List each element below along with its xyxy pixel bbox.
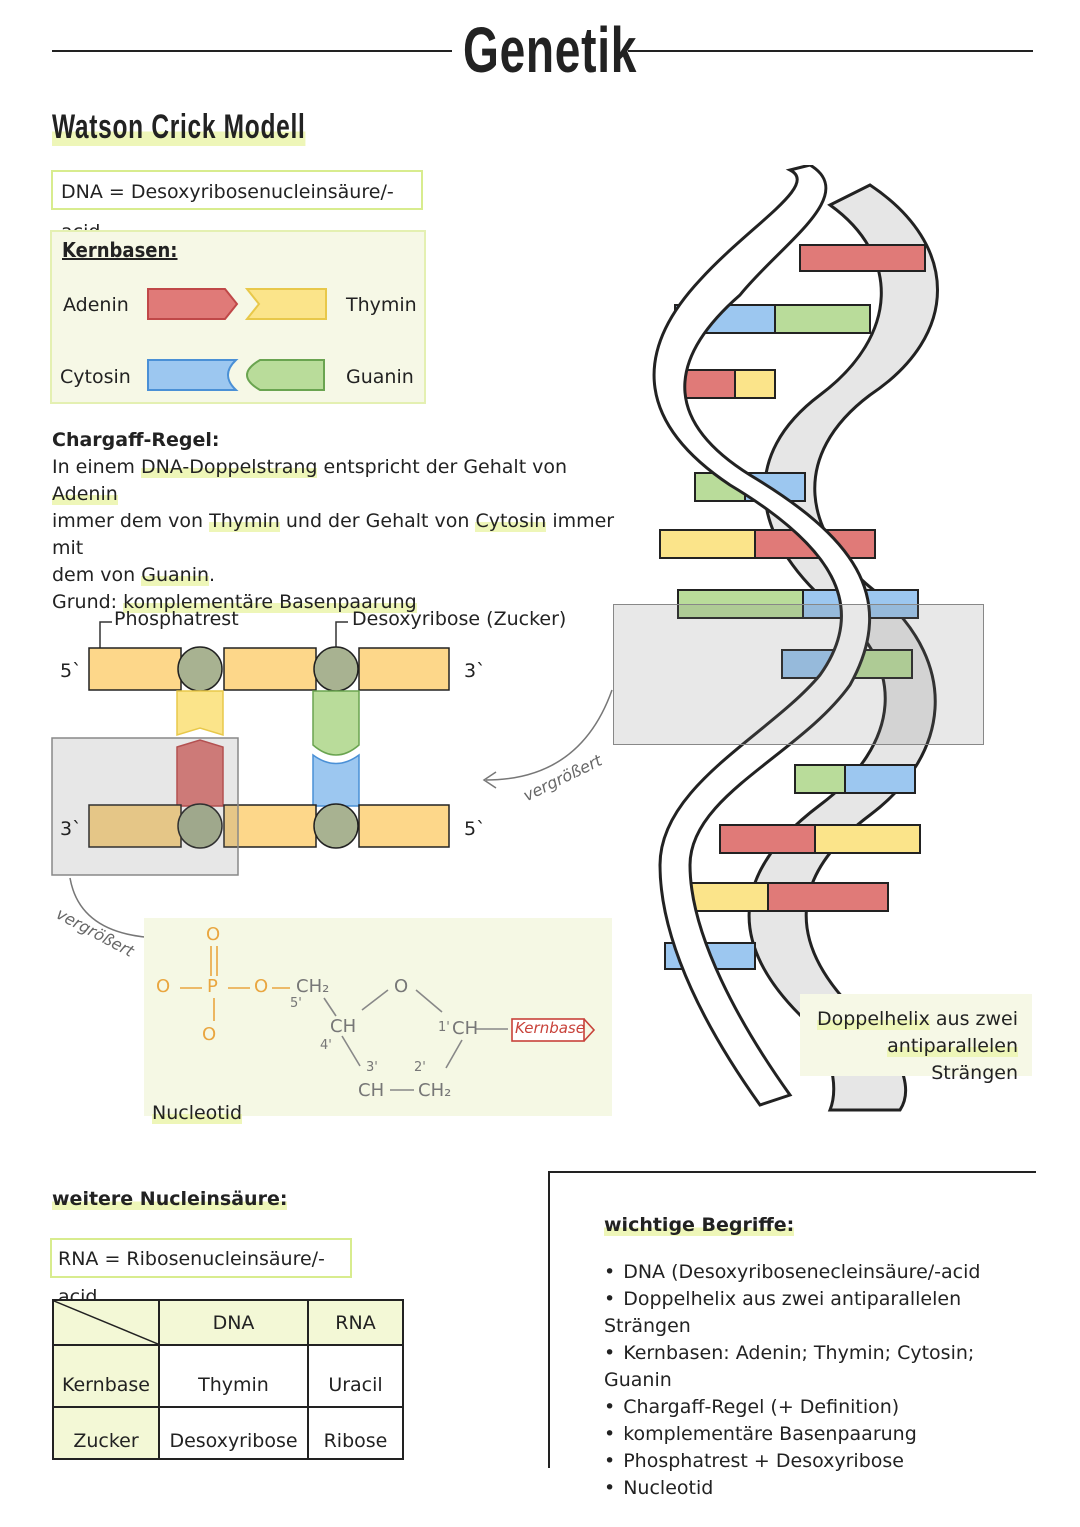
table-row-label-kernbase: Kernbase [52,1344,160,1408]
strand-bottom-right: 5` [464,818,486,840]
nuc-n4: 4' [320,1038,332,1053]
nuc-o-ring: O [394,976,409,997]
label-phosphatrest: Phosphatrest [114,608,239,630]
kernbasen-box [50,230,426,404]
comparison-table: DNA RNA Kernbase Thymin Uracil Zucker De… [52,1299,404,1460]
nuc-ch1: CH [452,1018,479,1039]
nuc-ch2-top: CH₂ [296,976,330,997]
nuc-o-bottom: O [202,1024,217,1045]
table-cell-dna-zucker: Desoxyribose [158,1406,309,1460]
nuc-ch2-bottom: CH₂ [418,1080,452,1101]
terms-frame-top [548,1171,1036,1173]
kernbasen-heading: Kernbasen: [62,238,178,262]
list-item: Nucleotid [604,1475,1034,1502]
nucleotid-box [144,918,612,1116]
list-item: Kernbasen: Adenin; Thymin; Cytosin; Guan… [604,1340,1034,1394]
table-row-label-zucker: Zucker [52,1406,160,1460]
label-guanin: Guanin [346,366,414,388]
nuc-o-left: O [156,976,171,997]
title-rule-left [52,50,452,52]
chargaff-heading: Chargaff-Regel: [52,429,220,451]
table-cell-dna-kernbase: Thymin [158,1344,309,1408]
cytosin-shape [147,359,239,391]
table-header-rna: RNA [307,1299,404,1346]
table-corner [52,1299,160,1346]
nucleotid-label: Nucleotid [152,1102,243,1124]
list-item: Phosphatrest + Desoxyribose [604,1448,1034,1475]
nuc-ch4: CH [330,1016,357,1037]
strand-bottom-left: 3` [60,818,82,840]
helix-caption: Doppelhelix aus zwei antiparallelen Strä… [800,994,1032,1084]
chargaff-rule: Chargaff-Regel: In einem DNA-Doppelstran… [52,427,632,616]
chargaff-line1: In einem DNA-Doppelstrang entspricht der… [52,456,568,505]
double-helix [652,165,939,1112]
table-header-dna: DNA [158,1299,309,1346]
page-title: Genetik [463,14,638,86]
kernbasen-shapes [147,288,327,391]
terms-heading: wichtige Begriffe: [604,1214,795,1236]
list-item: Chargaff-Regel (+ Definition) [604,1394,1034,1421]
dna-definition-box: DNA = Desoxyribosenucleinsäure/-acid [51,170,423,243]
nuc-ch3: CH [358,1080,385,1101]
strand-top-left: 5` [60,660,82,682]
table-cell-rna-zucker: Ribose [307,1406,404,1460]
label-cytosin: Cytosin [60,366,131,388]
list-item: DNA (Desoxyribosenecleinsäure/-acid [604,1259,1034,1286]
nucleotid-structure [180,946,596,1091]
nuc-o-mid: O [254,976,269,997]
strand-top-right: 3` [464,660,486,682]
strand-diagram [51,621,613,945]
thymin-shape [244,288,327,320]
guanin-shape [246,359,325,391]
label-desoxyribose: Desoxyribose (Zucker) [352,608,567,630]
helix-caption-line1: Doppelhelix aus zwei [816,1008,1018,1030]
helix-caption-line2: antiparallelen Strängen [887,1035,1018,1084]
adenin-shape [147,288,239,320]
nuc-kernbase-label: Kernbase [515,1019,585,1037]
chargaff-line4: Grund: komplementäre Basenpaarung [52,591,417,613]
terms-list: DNA (Desoxyribosenecleinsäure/-acid Dopp… [604,1259,1034,1502]
nuc-n2: 2' [414,1060,426,1075]
nuc-o-top: O [206,924,221,945]
title-rule-right [628,50,1033,52]
label-thymin: Thymin [346,294,417,316]
list-item: komplementäre Basenpaarung [604,1421,1034,1448]
label-adenin: Adenin [63,294,129,316]
list-item: Doppelhelix aus zwei antiparallelen Strä… [604,1286,1034,1340]
chargaff-line3: dem von Guanin. [52,564,216,586]
chargaff-line2: immer dem von Thymin und der Gehalt von … [52,510,615,559]
terms-frame-left [548,1171,550,1468]
helix-magnify-box [613,604,984,745]
table-cell-rna-kernbase: Uracil [307,1344,404,1408]
rna-definition-box: RNA = Ribosenucleinsäure/-acid [50,1238,352,1308]
further-heading: weitere Nucleinsäure: [52,1188,288,1210]
nuc-p: P [207,976,218,997]
nuc-n3: 3' [366,1060,378,1075]
nuc-n1: 1' [438,1020,450,1035]
nuc-n5: 5' [290,996,302,1011]
section-title: Watson Crick Modell [52,108,306,146]
